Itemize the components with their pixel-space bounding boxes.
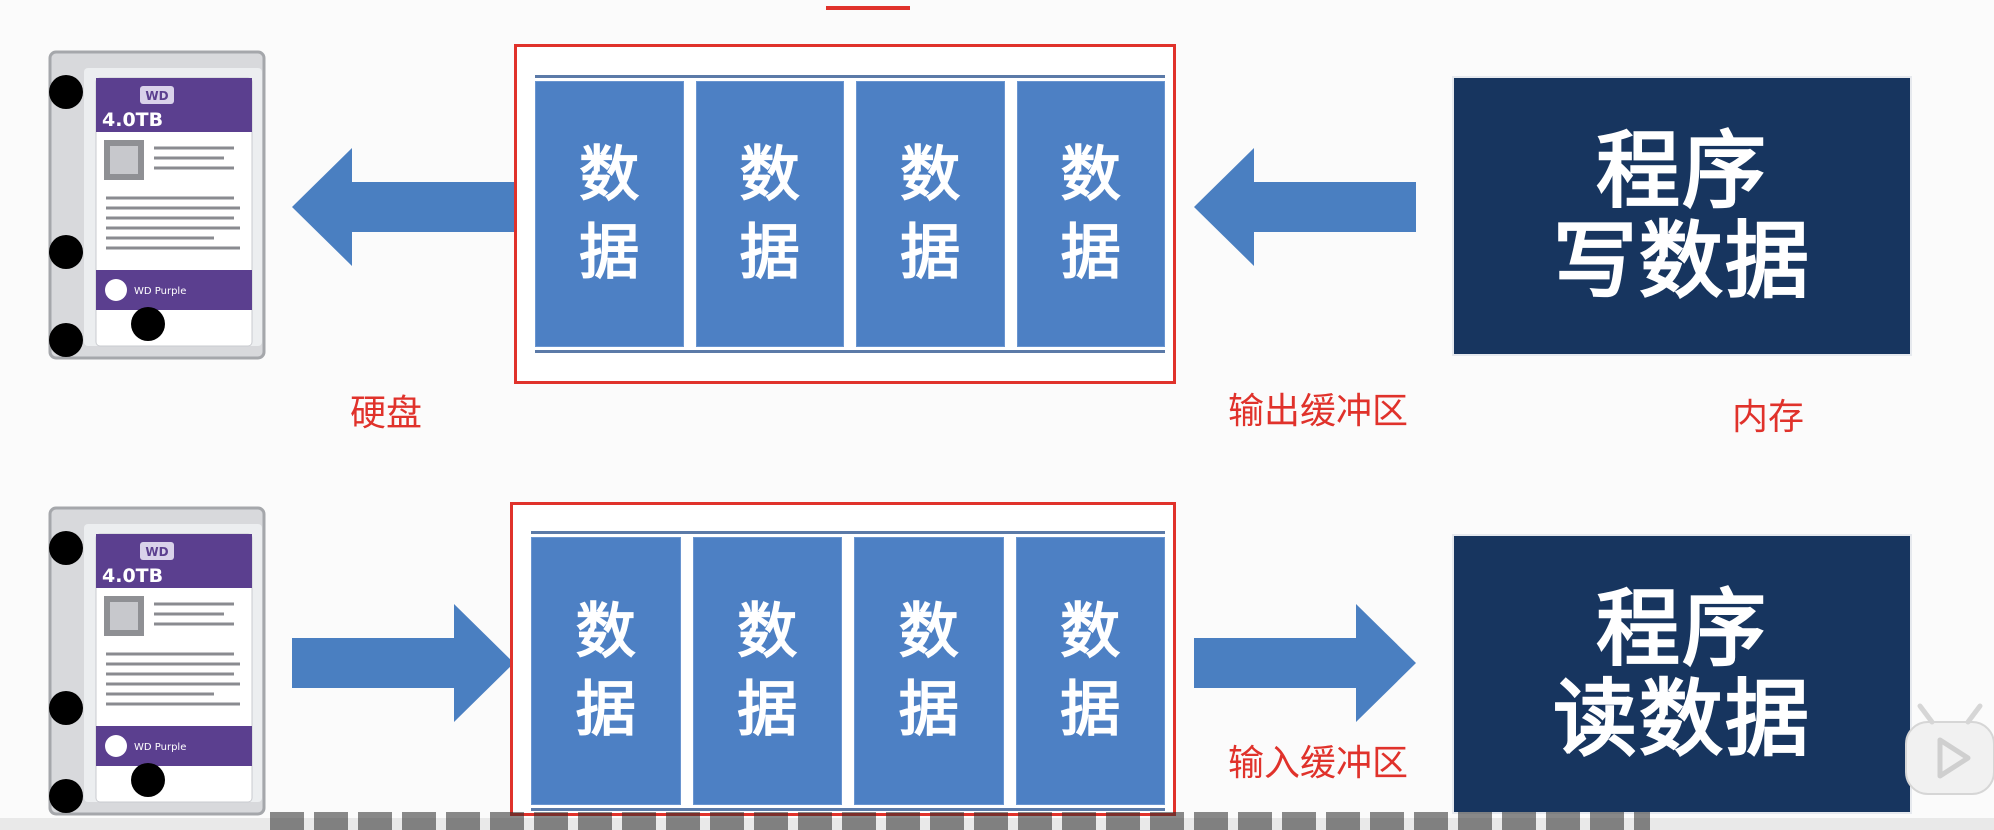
top-accent-line — [826, 6, 910, 10]
svg-text:WD Purple: WD Purple — [134, 286, 186, 297]
buffer-cell: 数据 — [695, 81, 844, 347]
svg-text:4.0TB: 4.0TB — [102, 565, 163, 587]
buffer-cell: 数据 — [1016, 81, 1165, 347]
subtitle-text-cropped — [270, 812, 1650, 830]
arrow-from-disk-icon — [292, 604, 514, 722]
hard-disk-icon: WD 4.0TB WD Purple — [44, 504, 270, 818]
buffer-cell: 数据 — [854, 537, 1004, 805]
svg-text:4.0TB: 4.0TB — [102, 109, 163, 131]
buffer-cell: 数据 — [692, 537, 842, 805]
svg-text:WD Purple: WD Purple — [134, 742, 186, 753]
output-buffer: 数据 数据 数据 数据 — [535, 75, 1165, 353]
buffer-cell: 数据 — [531, 537, 681, 805]
arrow-to-program-icon — [1194, 604, 1416, 722]
input-buffer-label: 输入缓冲区 — [1228, 743, 1409, 784]
svg-text:WD: WD — [145, 89, 168, 103]
program-write-box: 程序 写数据 — [1454, 78, 1910, 354]
output-buffer-frame: 数据 数据 数据 数据 — [514, 44, 1176, 384]
disk-label: 硬盘 — [350, 393, 423, 434]
buffer-cell: 数据 — [535, 81, 684, 347]
program-read-box: 程序 读数据 — [1454, 536, 1910, 812]
buffer-cell: 数据 — [856, 81, 1005, 347]
svg-text:WD: WD — [145, 545, 168, 559]
hard-disk-icon: WD 4.0TB WD Purple — [44, 48, 270, 362]
arrow-to-disk-icon — [292, 148, 514, 266]
input-buffer: 数据 数据 数据 数据 — [531, 531, 1165, 811]
input-buffer-frame: 数据 数据 数据 数据 — [510, 502, 1176, 816]
output-buffer-label: 输出缓冲区 — [1228, 391, 1409, 432]
play-icon[interactable] — [1902, 702, 1994, 798]
memory-label: 内存 — [1732, 397, 1805, 438]
arrow-to-buffer-icon — [1194, 148, 1416, 266]
buffer-cell: 数据 — [1015, 537, 1165, 805]
